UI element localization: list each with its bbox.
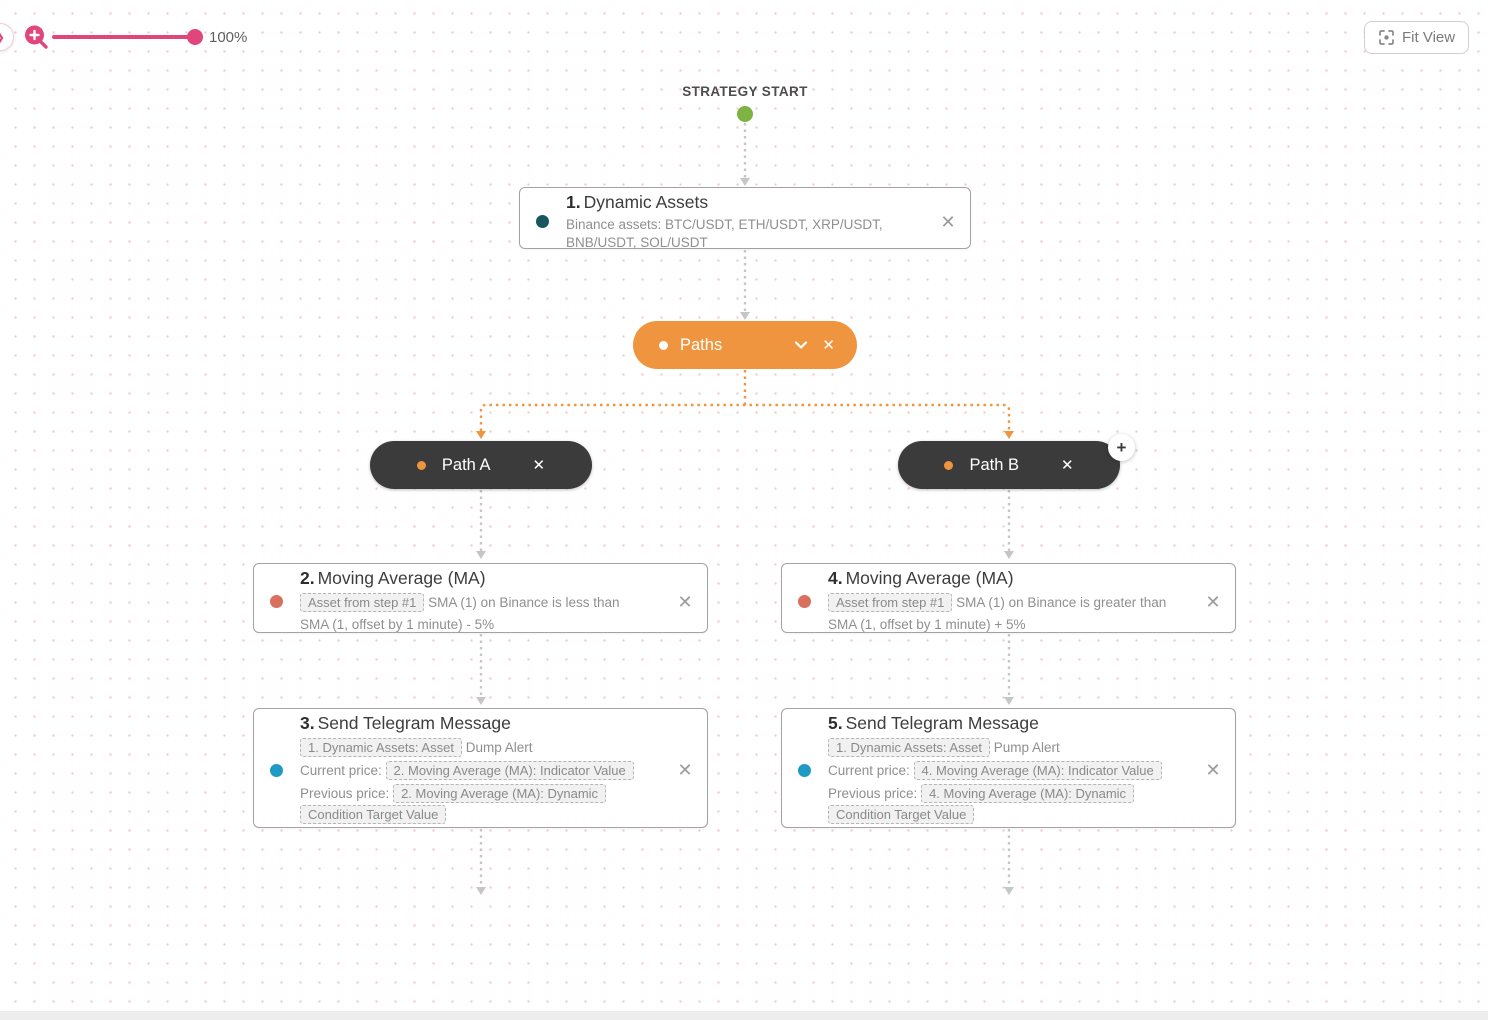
close-icon[interactable]: ✕ (532, 456, 546, 474)
node-type-dot (416, 460, 426, 470)
fit-view-icon (1379, 30, 1394, 45)
node-number: 3. (300, 713, 315, 733)
indicator-chip: 4. Moving Average (MA): Indicator Value (913, 760, 1162, 780)
close-icon[interactable]: ✕ (822, 336, 835, 354)
chevron-down-icon[interactable] (792, 336, 810, 354)
close-icon[interactable]: ✕ (940, 211, 956, 232)
node-number: 5. (828, 713, 843, 733)
asset-chip: 1. Dynamic Assets: Asset (828, 738, 990, 757)
zoom-level-value: 100% (209, 29, 248, 46)
node-number: 2. (300, 568, 315, 588)
node-body: Asset from step #1 SMA (1) on Binance is… (300, 593, 620, 632)
message-asset-line: 1. Dynamic Assets: Asset Pump Alert (828, 737, 1174, 759)
node-title: 1.Dynamic Assets (566, 192, 709, 212)
node-title: 4.Moving Average (MA) (828, 568, 1014, 588)
node-telegram-5[interactable]: 5.Send Telegram Message 1. Dynamic Asset… (781, 708, 1236, 828)
node-body: Binance assets: BTC/USDT, ETH/USDT, XRP/… (566, 217, 883, 250)
node-type-dot (269, 763, 283, 777)
node-moving-average-2[interactable]: 2.Moving Average (MA) Asset from step #1… (253, 563, 708, 633)
horizontal-scrollbar[interactable] (0, 1011, 1488, 1020)
node-title: 2.Moving Average (MA) (300, 568, 486, 588)
node-path-b[interactable]: Path B ✕ (898, 441, 1120, 489)
zoom-slider-track[interactable] (52, 35, 198, 39)
node-type-dot (535, 215, 549, 229)
message-previous-line: Previous price: 2. Moving Average (MA): … (300, 783, 646, 827)
node-type-dot (797, 595, 811, 609)
strategy-start-label: STRATEGY START (682, 84, 808, 99)
node-title: 3.Send Telegram Message (300, 713, 511, 733)
close-icon[interactable]: ✕ (1205, 760, 1221, 781)
node-type-dot (269, 595, 283, 609)
close-icon[interactable]: ✕ (677, 591, 693, 612)
node-body: Asset from step #1 SMA (1) on Binance is… (828, 593, 1167, 632)
node-moving-average-4[interactable]: 4.Moving Average (MA) Asset from step #1… (781, 563, 1236, 633)
message-asset-line: 1. Dynamic Assets: Asset Dump Alert (300, 737, 646, 759)
node-dynamic-assets[interactable]: 1.Dynamic Assets Binance assets: BTC/USD… (519, 187, 971, 250)
paths-label: Paths (680, 335, 723, 354)
asset-chip: Asset from step #1 (828, 593, 953, 612)
fit-view-label: Fit View (1402, 29, 1456, 46)
node-type-dot (797, 763, 811, 777)
message-current-line: Current price: 2. Moving Average (MA): I… (300, 760, 646, 782)
node-telegram-3[interactable]: 3.Send Telegram Message 1. Dynamic Asset… (253, 708, 708, 828)
strategy-start-dot (737, 106, 753, 122)
node-type-dot (659, 340, 668, 350)
node-path-a[interactable]: Path A ✕ (370, 441, 592, 489)
close-icon[interactable]: ✕ (1205, 591, 1221, 612)
fit-view-button[interactable]: Fit View (1364, 21, 1470, 54)
node-type-dot (944, 460, 954, 470)
close-icon[interactable]: ✕ (677, 760, 693, 781)
node-number: 4. (828, 568, 843, 588)
add-path-button[interactable]: + (1108, 434, 1135, 461)
node-paths[interactable]: Paths ✕ (633, 321, 857, 369)
message-previous-line: Previous price: 4. Moving Average (MA): … (828, 783, 1174, 827)
zoom-slider-handle[interactable] (187, 29, 203, 45)
path-b-label: Path B (969, 455, 1019, 474)
indicator-chip: 2. Moving Average (MA): Indicator Value (385, 760, 634, 780)
close-icon[interactable]: ✕ (1060, 456, 1074, 474)
chevron-right-icon: ❯ (0, 30, 5, 44)
path-a-label: Path A (441, 455, 491, 474)
node-title: 5.Send Telegram Message (828, 713, 1039, 733)
message-current-line: Current price: 4. Moving Average (MA): I… (828, 760, 1174, 782)
zoom-in-icon[interactable] (22, 23, 50, 51)
node-number: 1. (566, 192, 581, 212)
asset-chip: Asset from step #1 (300, 593, 425, 612)
asset-chip: 1. Dynamic Assets: Asset (300, 738, 462, 757)
